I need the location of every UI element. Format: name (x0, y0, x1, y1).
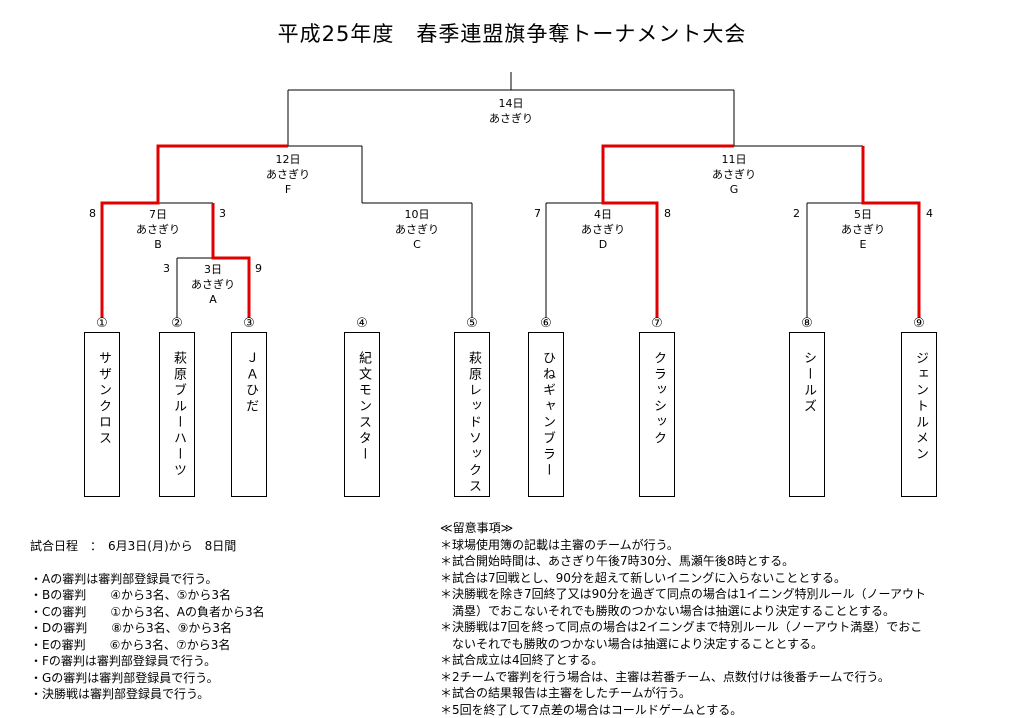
team-name: 萩原ブルーハーツ (171, 351, 186, 479)
umpire-item: ・Fの審判は審判部登録員で行う。 (30, 654, 217, 668)
game-code: C (413, 238, 421, 251)
team-number: ① (96, 316, 108, 331)
team-number: ⑤ (466, 316, 478, 331)
game-g-label: 11日 あさぎり G (712, 152, 756, 197)
game-b-label: 7日 あさぎり B (136, 207, 180, 252)
game-date: 14日 (498, 97, 524, 110)
team-number: ③ (243, 316, 255, 331)
rules-notes: ≪留意事項≫ ＊球場使用簿の記載は主審のチームが行う。 ＊試合開始時間は、あさぎ… (440, 520, 926, 718)
game-code: D (598, 238, 608, 251)
team-number: ⑧ (801, 316, 813, 331)
game-date: 3日 (204, 263, 222, 276)
game-date: 10日 (404, 208, 430, 221)
score-b-right: 3 (219, 207, 226, 220)
score-b-left: 8 (89, 207, 96, 220)
team-name: ジェントルメン (913, 351, 928, 463)
game-code: E (859, 238, 867, 251)
game-final-label: 14日 あさぎり (489, 96, 533, 126)
winner-path-lines (100, 144, 921, 318)
team-box: ジェントルメン (901, 332, 937, 497)
team-box: シールズ (789, 332, 825, 497)
game-date: 7日 (149, 208, 167, 221)
game-venue: あさぎり (136, 223, 180, 236)
game-venue: あさぎり (266, 168, 310, 181)
team-name: シールズ (801, 351, 816, 415)
umpire-item: ・Dの審判 ⑧から3名、⑨から3名 (30, 621, 233, 635)
game-d-label: 4日 あさぎり D (581, 207, 625, 252)
umpire-item: ・Gの審判は審判部登録員で行う。 (30, 670, 219, 685)
game-date: 11日 (721, 153, 747, 166)
note-item: ＊5回を終了して7点差の場合はコールドゲームとする。 (440, 702, 743, 717)
score-d-right: 8 (664, 207, 671, 220)
team-box: 萩原ブルーハーツ (159, 332, 195, 497)
team-number: ⑦ (651, 316, 663, 331)
bracket-lines (158, 72, 863, 318)
score-e-right: 4 (926, 207, 933, 220)
note-item: ＊試合開始時間は、あさぎり午後7時30分、馬瀬午後8時とする。 (440, 554, 795, 568)
game-code: A (209, 293, 217, 306)
note-item: ＊球場使用簿の記載は主審のチームが行う。 (440, 537, 679, 552)
team-name: サザンクロス (96, 351, 111, 447)
team-number: ⑥ (540, 316, 552, 331)
team-box: クラッシック (639, 332, 675, 497)
game-e-label: 5日 あさぎり E (841, 207, 885, 252)
game-venue: あさぎり (489, 112, 533, 125)
game-date: 5日 (854, 208, 872, 221)
game-date: 4日 (594, 208, 612, 221)
note-item: ＊決勝戦を除き7回終了又は90分を過ぎて同点の場合は1イニング特別ルール（ノーア… (440, 587, 927, 601)
game-f-label: 12日 あさぎり F (266, 152, 310, 197)
team-name: ひねギャンブラー (540, 351, 555, 479)
note-item: ＊試合の結果報告は主審をしたチームが行う。 (440, 686, 691, 700)
game-a-label: 3日 あさぎり A (191, 262, 235, 307)
score-a-right: 9 (255, 262, 262, 275)
note-item: ＊試合は7回戦とし、90分を超えて新しいイニングに入らないこととする。 (440, 570, 846, 585)
score-d-left: 7 (534, 207, 541, 220)
team-number: ② (171, 316, 183, 331)
note-item: ＊決勝戦は7回を終って同点の場合は2イニングまで特別ルール（ノーアウト満塁）でお… (440, 620, 923, 634)
team-box: 萩原レッドソックス (454, 332, 490, 497)
game-venue: あさぎり (712, 168, 756, 181)
page-title: 平成25年度 春季連盟旗争奪トーナメント大会 (277, 22, 747, 46)
notes-title: ≪留意事項≫ (440, 521, 514, 535)
team-name: 紀文モンスター (356, 351, 371, 463)
umpire-item: ・Aの審判は審判部登録員で行う。 (30, 571, 218, 586)
team-box: サザンクロス (84, 332, 120, 497)
game-code: F (284, 183, 292, 196)
umpire-item: ・Cの審判 ①から3名、Aの負者から3名 (30, 604, 265, 619)
team-box: ひねギャンブラー (528, 332, 564, 497)
game-venue: あさぎり (191, 278, 235, 291)
game-date: 12日 (275, 153, 301, 166)
team-box: ＪＡひだ (231, 332, 267, 497)
score-a-left: 3 (163, 262, 170, 275)
game-code: B (154, 238, 162, 251)
note-item: ないそれでも勝敗のつかない場合は抽選により決定することとする。 (440, 636, 824, 651)
umpire-notes: 試合日程 ： 6月3日(月)から 8日間 ・Aの審判は審判部登録員で行う。 ・B… (30, 538, 265, 703)
game-venue: あさぎり (395, 223, 439, 236)
game-c-label: 10日 あさぎり C (395, 207, 439, 252)
team-name: クラッシック (651, 351, 666, 447)
game-venue: あさぎり (581, 223, 625, 236)
umpire-item: ・Bの審判 ④から3名、⑤から3名 (30, 588, 232, 602)
team-name: ＪＡひだ (243, 351, 258, 415)
team-number: ④ (356, 316, 368, 331)
team-name: 萩原レッドソックス (466, 351, 481, 495)
note-item: ＊試合成立は4回終了とする。 (440, 653, 604, 667)
note-item: 満塁）でおこないそれでも勝敗のつかない場合は抽選により決定することとする。 (440, 603, 896, 618)
umpire-item: ・決勝戦は審判部登録員で行う。 (30, 687, 210, 701)
game-code: G (729, 183, 739, 196)
schedule-text: 試合日程 ： 6月3日(月)から 8日間 (30, 539, 237, 553)
umpire-item: ・Eの審判 ⑥から3名、⑦から3名 (30, 637, 231, 652)
game-venue: あさぎり (841, 223, 885, 236)
note-item: ＊2チームで審判を行う場合は、主審は若番チーム、点数付けは後番チームで行う。 (440, 669, 890, 684)
team-number: ⑨ (913, 316, 925, 331)
score-e-left: 2 (793, 207, 800, 220)
team-box: 紀文モンスター (344, 332, 380, 497)
